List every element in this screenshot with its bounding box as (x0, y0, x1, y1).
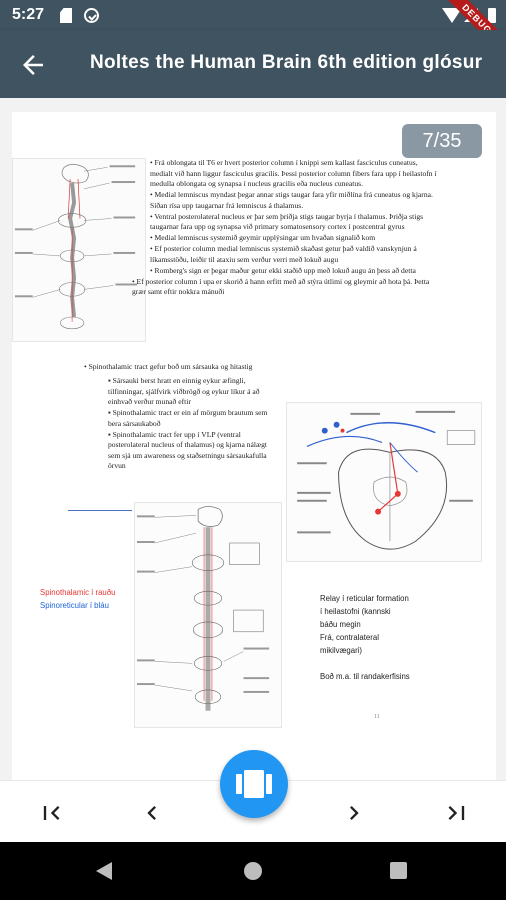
text-line: • Romberg's sign er þegar maður getur ek… (150, 265, 416, 275)
next-page-button[interactable] (340, 799, 368, 827)
previous-page-button[interactable] (138, 799, 166, 827)
text-block-2: ▪ Sársauki berst hratt en einnig eykur æ… (108, 376, 276, 472)
chevron-right-icon (350, 806, 359, 820)
text-line: Boð m.a. til randakerfisins (320, 672, 410, 681)
chevron-left-icon (147, 806, 156, 820)
app-bar: Noltes the Human Brain 6th edition glósu… (0, 30, 506, 98)
text-line: Relay í reticular formation (320, 594, 409, 603)
relay-notes: Relay í reticular formation í heilastofn… (320, 592, 480, 683)
pdf-viewer[interactable]: • Frá oblongata til T6 er hvert posterio… (0, 98, 506, 780)
page-number: 11 (374, 714, 380, 720)
text-line: • Ventral posterolateral nucleus er þar … (150, 211, 424, 232)
bullet-icon: • (84, 362, 89, 371)
arrow-left-icon (23, 55, 43, 75)
text-line: • Medial lemniscus systemið geymir upplý… (150, 233, 376, 242)
text-line: • Ef posterior column medial lemniscus s… (150, 244, 417, 264)
sd-card-icon (60, 8, 72, 23)
book-open-icon (236, 770, 272, 798)
text-line: Frá, contralateral (320, 633, 379, 642)
app-title: Noltes the Human Brain 6th edition glósu… (90, 52, 483, 73)
spinothalamic-header: • Spinothalamic tract gefur boð um sársa… (84, 362, 253, 371)
document-page: • Frá oblongata til T6 er hvert posterio… (12, 112, 496, 780)
text-line: báðu megin (320, 620, 361, 629)
status-time: 5:27 (12, 6, 45, 23)
text-block-1: • Frá oblongata til T6 er hvert posterio… (132, 158, 440, 298)
text-line: ▪ Spinothalamic tract fer upp í VLP (ven… (108, 429, 267, 471)
system-recents-icon[interactable] (390, 862, 407, 879)
legend-blue: Spinoreticular í bláu (40, 601, 109, 610)
status-bar: 5:27 DEBUG (0, 0, 506, 63)
back-button[interactable] (18, 50, 48, 80)
reading-mode-button[interactable] (220, 750, 288, 818)
text-line: • Ef posterior column í upa er skorið á … (132, 276, 430, 297)
text-line (320, 657, 480, 670)
page-counter: 7/35 (402, 124, 482, 158)
text-line: • Frá oblongata til T6 er hvert posterio… (150, 158, 437, 188)
text-line: í heilastofni (kannski (320, 607, 391, 616)
system-home-icon[interactable] (244, 862, 262, 880)
figure-posterior-column (12, 158, 146, 342)
figure-spinothalamic-pathway (134, 502, 282, 728)
legend-red: Spinothalamic í rauðu (40, 588, 116, 597)
wifi-icon (442, 8, 462, 23)
battery-icon (488, 8, 496, 23)
text-line: mikilvægari) (320, 646, 363, 655)
skip-first-icon (43, 806, 60, 820)
sync-icon (84, 8, 99, 23)
figure-cord-cross-section (286, 402, 482, 562)
last-page-button[interactable] (442, 799, 470, 827)
text-line: • Medial lemniscus myndast þegar annar s… (150, 190, 433, 210)
system-nav-bar (0, 842, 506, 900)
text-line: ▪ Sársauki berst hratt en einnig eykur æ… (108, 376, 260, 406)
first-page-button[interactable] (38, 799, 66, 827)
annotation-line (68, 510, 132, 511)
text-line: ▪ Spinothalamic tract er ein af mörgum b… (108, 408, 268, 428)
system-back-icon[interactable] (96, 862, 112, 880)
legend: Spinothalamic í rauðu Spinoreticular í b… (40, 586, 136, 612)
skip-last-icon (448, 806, 465, 820)
